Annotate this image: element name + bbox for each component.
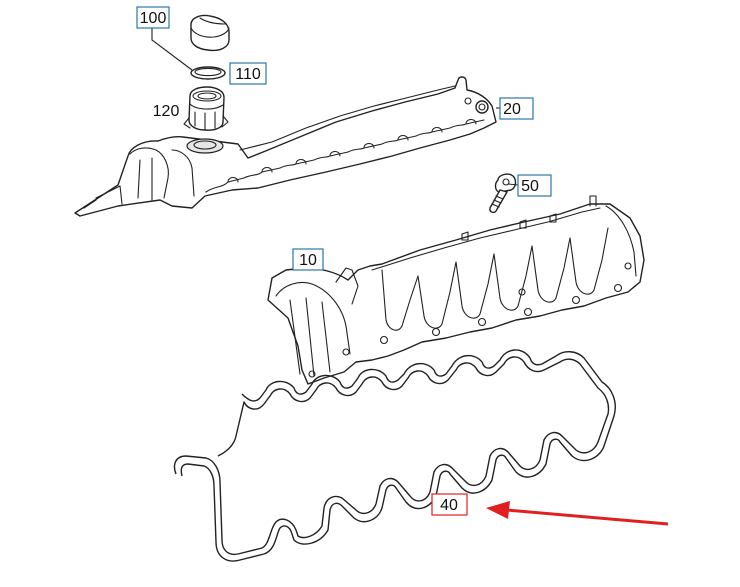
callout-50-box: [517, 174, 552, 197]
callout-40-label: 40: [440, 497, 458, 514]
sealing-ring: [190, 66, 226, 80]
cylinder-head-cover: [74, 76, 497, 217]
callout-20-label: 20: [503, 101, 521, 118]
callout-120-label: 120: [153, 103, 180, 120]
callout-110[interactable]: 110: [229, 62, 267, 85]
callout-10-label: 10: [299, 252, 317, 269]
callout-120[interactable]: 120: [153, 103, 180, 120]
highlight-arrow: [486, 501, 669, 526]
cover-lower-section: [267, 195, 645, 385]
callout-100[interactable]: 100: [136, 6, 170, 29]
filler-neck: [183, 86, 229, 131]
callout-20[interactable]: 20: [499, 97, 534, 120]
highlight-arrowhead-icon: [486, 501, 510, 519]
callout-40-box: [431, 493, 468, 516]
callout-50[interactable]: 50: [517, 174, 552, 197]
callout-10-box: [292, 248, 324, 271]
callout-100-label: 100: [140, 10, 167, 27]
oil-filler-cap: [190, 14, 230, 52]
highlight-arrow-shaft: [505, 508, 669, 526]
callout-10[interactable]: 10: [292, 248, 324, 271]
callout-40[interactable]: 40: [431, 493, 468, 516]
callout-50-label: 50: [521, 178, 539, 195]
callout-20-box: [499, 97, 534, 120]
callout-110-label: 110: [235, 66, 261, 83]
callout-110-box: [229, 62, 267, 85]
cover-bolt: [489, 173, 517, 214]
callout-100-box: [136, 6, 170, 29]
cover-gasket: [173, 349, 616, 562]
